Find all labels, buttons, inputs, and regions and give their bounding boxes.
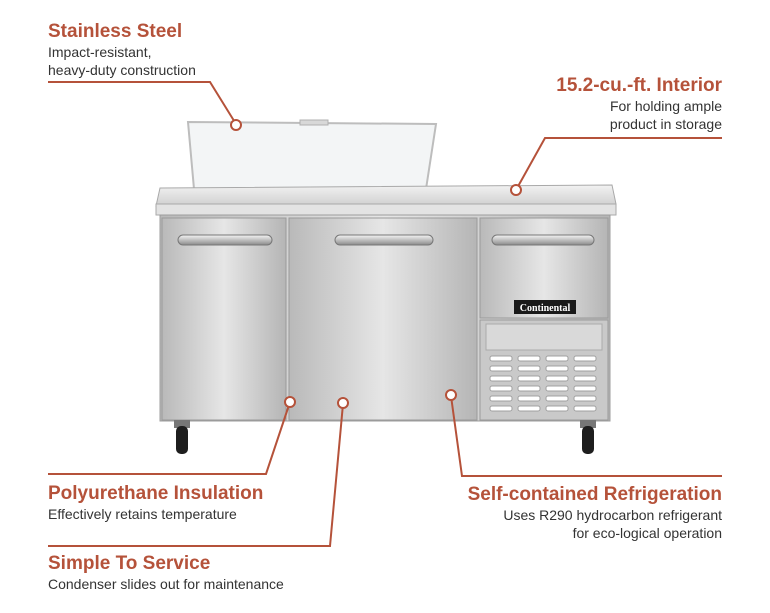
callout-polyurethane-insulation: Polyurethane Insulation Effectively reta… [48,483,263,523]
door-center [288,217,478,421]
condenser-vent-slot [573,365,597,372]
callout-simple-to-service: Simple To Service Condenser slides out f… [48,553,284,593]
open-lid [186,119,438,190]
door-left [161,217,287,421]
caster-left [174,420,190,454]
condenser-vent-slot [573,355,597,362]
leader-line-insulation [48,401,291,475]
callout-title: 15.2-cu.-ft. Interior [556,75,722,96]
condenser-vent-slot [545,365,569,372]
callout-desc-line1: Uses R290 hydrocarbon refrigerant [503,507,722,523]
callout-dot-interior [510,184,522,196]
condenser-vent-slot [545,385,569,392]
condenser-vent-slot [573,405,597,412]
callout-title: Stainless Steel [48,21,183,42]
condenser-vent-slot [573,375,597,382]
condenser-vent-slot [517,395,541,402]
condenser-grille [479,319,609,421]
condenser-vent-slot [545,395,569,402]
condenser-vent-slot [545,405,569,412]
countertop [155,184,617,216]
condenser-vent-slot [517,405,541,412]
condenser-vent-slot [489,355,513,362]
condenser-vent-slot [489,405,513,412]
callout-self-contained-refrigeration: Self-contained Refrigeration Uses R290 h… [468,484,722,542]
callout-title: Self-contained Refrigeration [467,484,722,505]
condenser-vent-slot [489,385,513,392]
callout-title: Simple To Service [48,553,211,574]
condenser-vent-slot [517,385,541,392]
condenser-vent-slot [517,375,541,382]
condenser-vent-slot [489,365,513,372]
callout-desc-line1: Condenser slides out for maintenance [48,576,284,592]
brand-badge: Continental [514,300,576,314]
brand-badge-text: Continental [520,303,571,314]
condenser-vent-slot [573,395,597,402]
condenser-vent-slot [517,355,541,362]
caster-right [580,420,596,454]
callout-desc-line2: product in storage [609,116,722,132]
callout-dot-service [337,397,349,409]
callout-dot-stainless [230,119,242,131]
condenser-vent-slot [545,355,569,362]
callout-interior: 15.2-cu.-ft. Interior For holding ample … [556,75,722,133]
callout-title: Polyurethane Insulation [48,483,264,504]
callout-stainless-steel: Stainless Steel Impact-resistant, heavy-… [48,21,196,79]
condenser-vent-slot [489,375,513,382]
leader-line-stainless [48,81,237,125]
callout-desc-line1: Effectively retains temperature [48,506,237,522]
callout-desc-line2: for eco-logical operation [572,525,722,541]
callout-desc-line2: heavy-duty construction [48,62,196,78]
condenser-vent-slot [517,365,541,372]
leader-line-refrigeration [450,395,722,477]
callout-desc-line1: Impact-resistant, [48,44,152,60]
leader-line-interior [515,137,722,191]
callout-desc-line1: For holding ample [609,98,722,114]
condenser-vent-slot [545,375,569,382]
callout-dot-insulation [284,396,296,408]
callout-dot-refrigeration [445,389,457,401]
leader-line-service [48,403,344,547]
condenser-vent-slot [489,395,513,402]
condenser-vent-slot [573,385,597,392]
